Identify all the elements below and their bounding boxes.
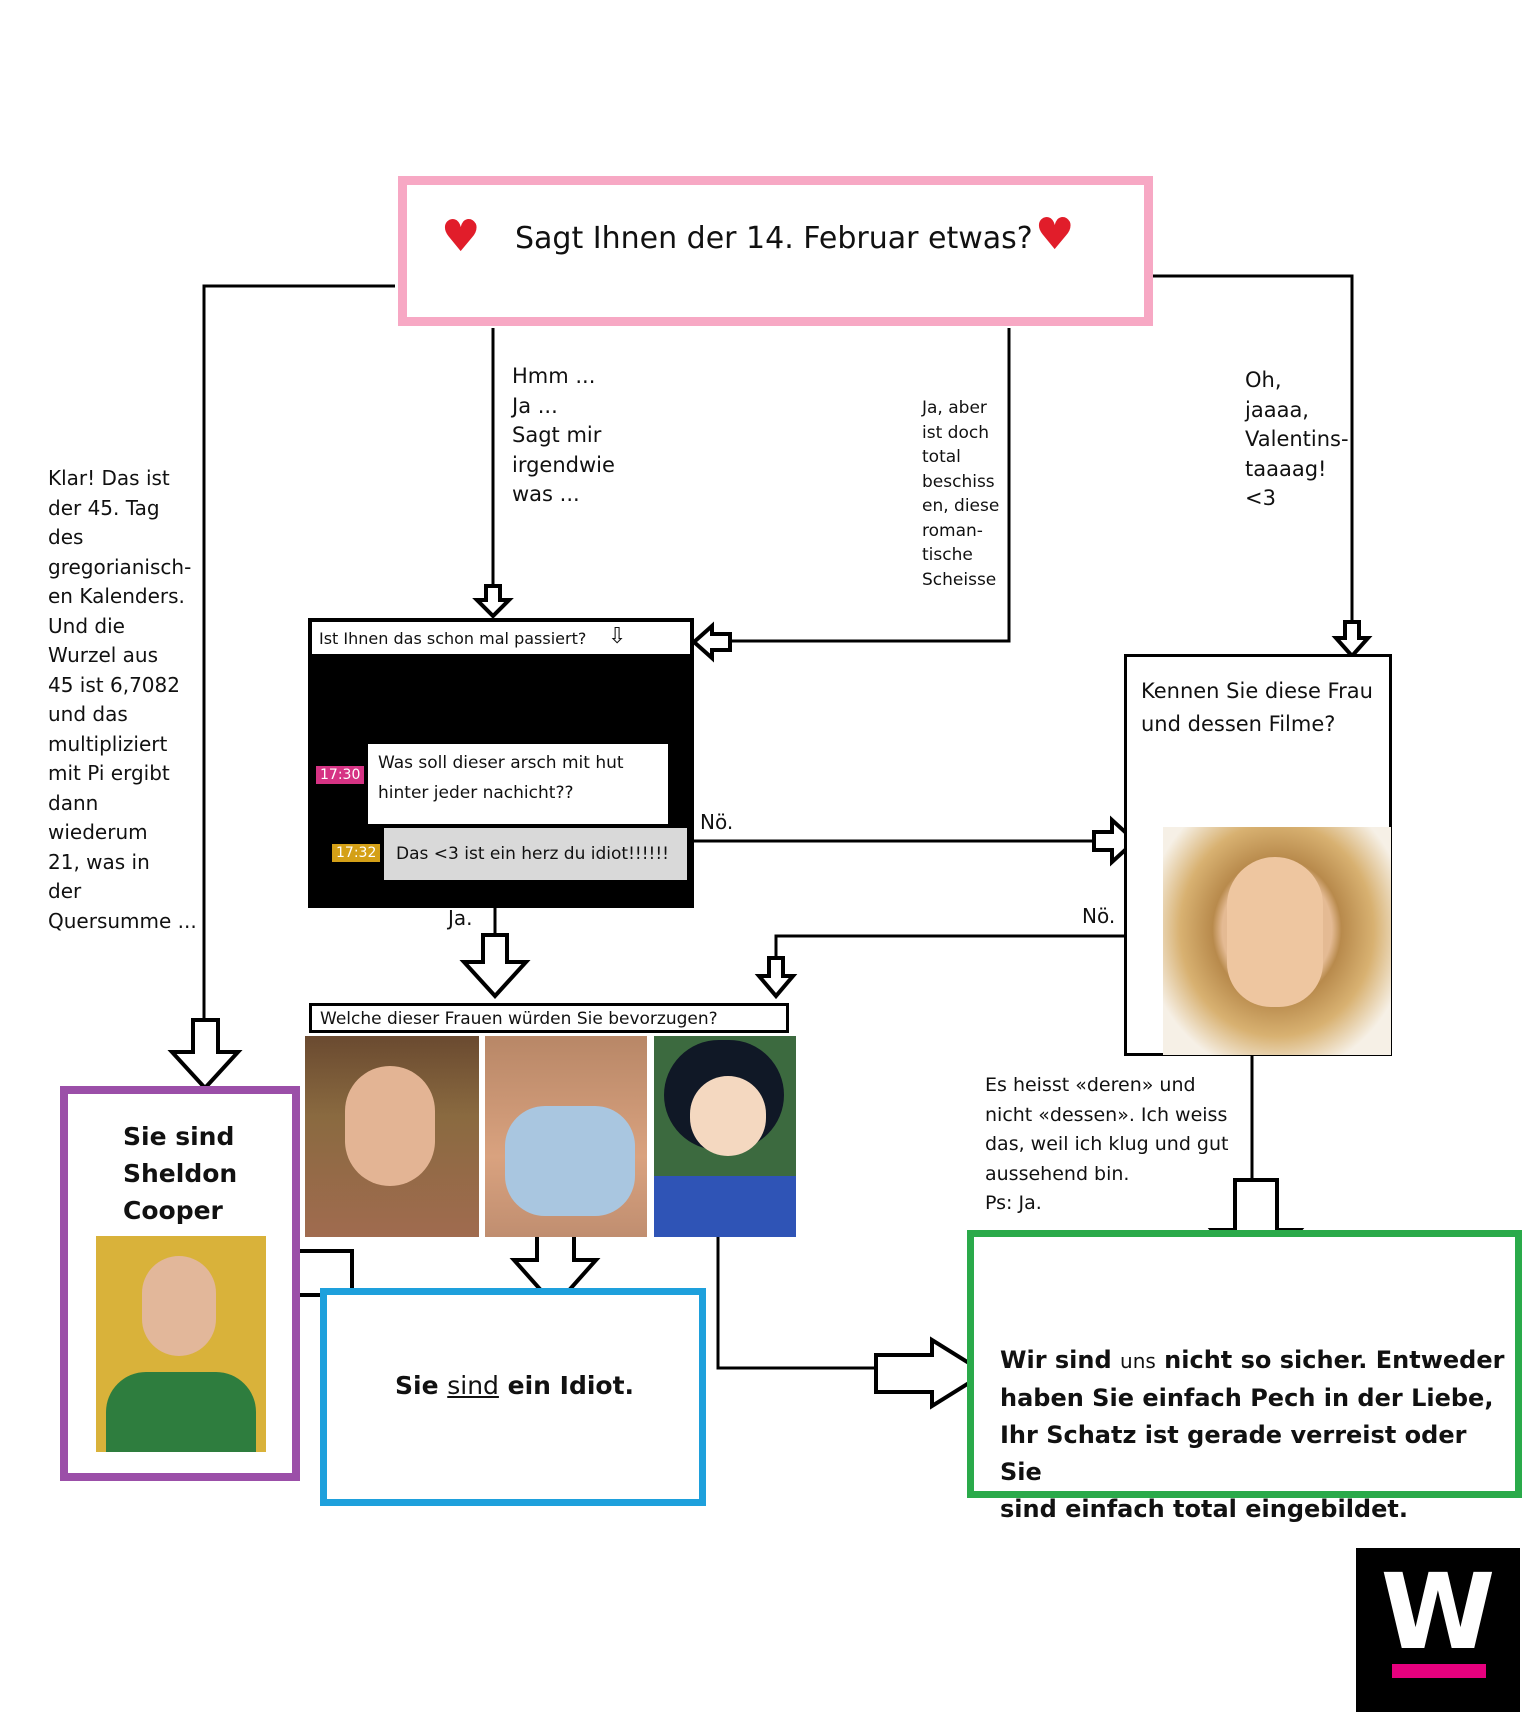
film-question-text: Kennen Sie diese Frau und dessen Filme? xyxy=(1141,679,1373,736)
no-label: Nö. xyxy=(700,810,734,834)
result-sheldon-text: Sie sind Sheldon Cooper xyxy=(123,1122,238,1225)
woman-photo-bikini xyxy=(485,1036,647,1237)
unsure-text-small: uns xyxy=(1120,1349,1156,1373)
result-idiot-box: Sie sind ein Idiot. xyxy=(320,1288,706,1506)
title-box: ♥ Sagt Ihnen der 14. Februar etwas? ♥ xyxy=(398,176,1153,326)
arrow-down-icon xyxy=(754,956,798,1000)
chat-message: 17:30 Was soll dieser arsch mit hut hint… xyxy=(316,744,676,824)
answer-right-label: Oh, jaaaa, Valentins- taaaag! <3 xyxy=(1245,368,1349,510)
heart-icon: ♥ xyxy=(1035,209,1075,260)
unsure-text-part: Wir sind xyxy=(1000,1346,1121,1374)
shirt-shape xyxy=(106,1372,256,1452)
sheldon-portrait xyxy=(96,1236,266,1452)
message-time: 17:32 xyxy=(332,844,381,862)
result-unsure-box: Wir sind uns nicht so sicher. Entweder h… xyxy=(967,1230,1522,1523)
result-unsure-text: Wir sind uns nicht so sicher. Entweder h… xyxy=(1000,1305,1515,1528)
arrow-right-icon xyxy=(874,1336,989,1410)
message-bubble: Das <3 ist ein herz du idiot!!!!!! xyxy=(384,828,687,880)
answer-middle-label: Hmm ... Ja ... Sagt mir irgendwie was ..… xyxy=(512,364,615,506)
arrow-down-icon xyxy=(472,584,514,619)
face-shape xyxy=(690,1076,766,1156)
arrow-down-icon xyxy=(167,1018,243,1091)
bikini-shape xyxy=(505,1106,635,1216)
idiot-text-underlined: sind xyxy=(447,1371,499,1400)
unsure-text-part: nicht so sicher. Entweder haben Sie einf… xyxy=(1000,1346,1505,1523)
arrow-down-icon: ⇩ xyxy=(608,624,627,649)
arrow-right-icon xyxy=(1092,815,1138,867)
chat-header: Ist Ihnen das schon mal passiert? ⇩ xyxy=(310,620,692,656)
chat-message: 17:32 Das <3 ist ein herz du idiot!!!!!! xyxy=(332,828,692,880)
logo-letter: W xyxy=(1380,1551,1496,1673)
answer-ja-aber-label: Ja, aber ist doch total beschiss en, die… xyxy=(922,398,1000,590)
woman-photo-glasses xyxy=(305,1036,479,1237)
dress-shape xyxy=(654,1176,796,1237)
deren-note: Es heisst «deren» und nicht «dessen». Ic… xyxy=(985,1074,1229,1214)
actress-portrait xyxy=(1163,827,1391,1055)
result-sheldon-box: Sie sind Sheldon Cooper xyxy=(60,1086,300,1481)
face-shape xyxy=(1227,857,1323,1007)
arrow-down-icon xyxy=(1331,620,1373,660)
answer-left-label: Klar! Das ist der 45. Tag des gregoriani… xyxy=(48,466,197,933)
message-bubble: Was soll dieser arsch mit hut hinter jed… xyxy=(368,744,668,824)
chat-header-text: Ist Ihnen das schon mal passiert? xyxy=(319,629,587,648)
film-question-box: Kennen Sie diese Frau und dessen Filme? xyxy=(1124,654,1392,1056)
face-shape xyxy=(142,1256,216,1356)
page-title: Sagt Ihnen der 14. Februar etwas? xyxy=(515,221,1033,256)
result-idiot-text: Sie sind ein Idiot. xyxy=(395,1371,634,1400)
snow-white-image xyxy=(654,1036,796,1237)
idiot-text-part: ein Idiot. xyxy=(498,1371,635,1400)
heart-icon: ♥ xyxy=(441,211,481,262)
idiot-text-part: Sie xyxy=(395,1371,448,1400)
arrow-down-icon xyxy=(459,933,531,999)
ja-label: Ja. xyxy=(448,906,473,930)
no-label: Nö. xyxy=(1082,904,1116,928)
logo-bar xyxy=(1392,1664,1486,1678)
women-question-box: Welche dieser Frauen würden Sie bevorzug… xyxy=(309,1003,789,1033)
women-question-text: Welche dieser Frauen würden Sie bevorzug… xyxy=(320,1009,718,1029)
face-shape xyxy=(345,1066,435,1186)
watson-logo: W xyxy=(1356,1548,1520,1712)
message-time: 17:30 xyxy=(316,766,365,784)
chat-screenshot: Ist Ihnen das schon mal passiert? ⇩ 17:3… xyxy=(308,618,694,908)
arrow-left-icon xyxy=(690,621,732,663)
